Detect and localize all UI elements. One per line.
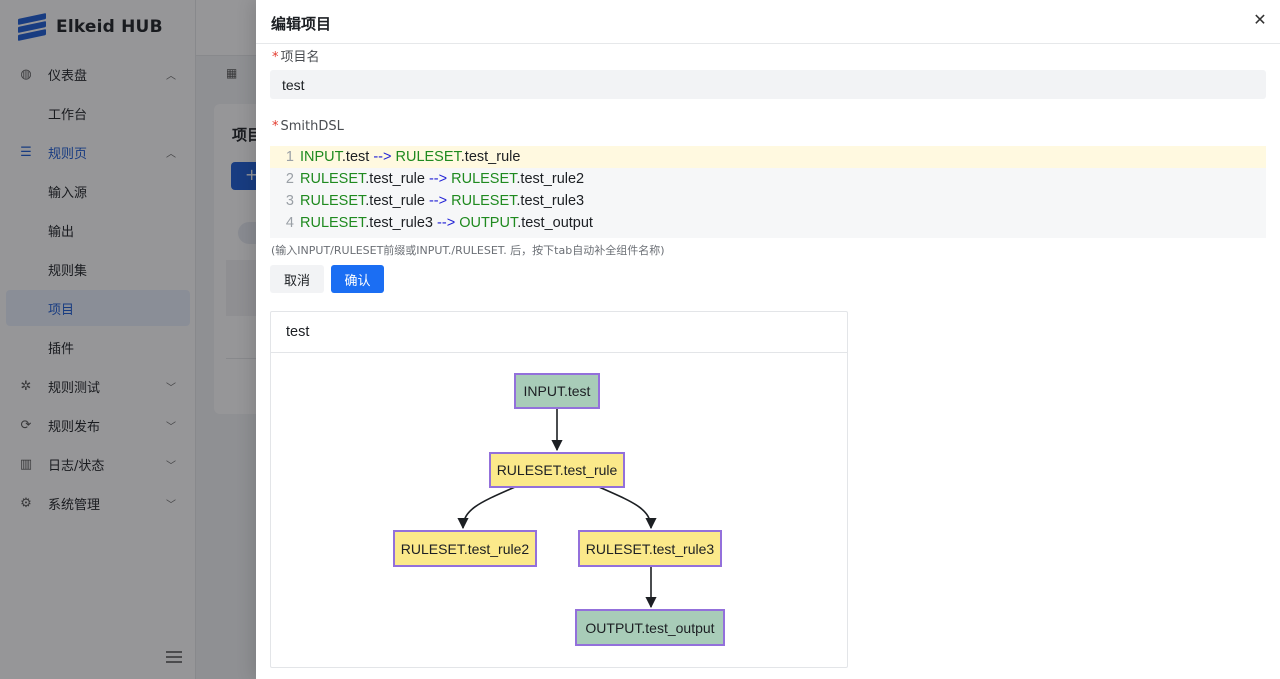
sidebar-item-label: 插件 xyxy=(48,341,75,357)
node-ruleset-test-rule3[interactable]: RULESET.test_rule3 xyxy=(578,530,722,567)
sidebar-item-label: 仪表盘 xyxy=(48,68,88,84)
chevron-down-icon: ﹀ xyxy=(166,383,176,394)
sidebar-item-label: 规则页 xyxy=(48,146,88,162)
gear-icon: ⚙ xyxy=(20,495,32,511)
chevron-down-icon: ﹀ xyxy=(166,461,176,472)
brand-name: Elkeid HUB xyxy=(56,17,163,37)
chevron-up-icon: ︿ xyxy=(166,149,176,160)
node-input-test[interactable]: INPUT.test xyxy=(514,373,600,409)
sidebar-item-label: 工作台 xyxy=(48,107,88,123)
chevron-down-icon: ﹀ xyxy=(166,500,176,511)
svg-text:RULESET.test_rule3: RULESET.test_rule3 xyxy=(586,541,715,557)
sidebar-item-projects[interactable]: 项目 xyxy=(6,290,190,326)
line-number: 3 xyxy=(285,193,294,209)
flow-diagram: INPUT.test RULESET.test_rule RULESET.tes… xyxy=(393,373,725,646)
sidebar-item-system[interactable]: ⚙ 系统管理 ﹀ xyxy=(6,485,190,521)
svg-text:INPUT.test: INPUT.test xyxy=(524,383,591,399)
sidebar-item-label: 规则测试 xyxy=(48,380,101,396)
cancel-button[interactable]: 取消 xyxy=(270,265,324,293)
project-name-label: *项目名 xyxy=(272,46,320,65)
code-line[interactable]: 3 RULESET.test_rule --> RULESET.test_rul… xyxy=(270,190,1266,212)
svg-text:OUTPUT.test_output: OUTPUT.test_output xyxy=(585,620,714,636)
code-text: RULESET.test_rule3 --> OUTPUT.test_outpu… xyxy=(300,215,593,231)
drawer-header: 编辑项目 ✕ xyxy=(256,0,1280,44)
code-text: INPUT.test --> RULESET.test_rule xyxy=(300,149,521,165)
publish-icon: ⟳ xyxy=(20,417,32,433)
sidebar-item-inputs[interactable]: 输入源 xyxy=(6,173,190,209)
line-number: 4 xyxy=(285,215,294,231)
dsl-hint: (输入INPUT/RULESET前缀或INPUT./RULESET. 后，按下t… xyxy=(271,244,665,257)
sidebar-item-rulesets[interactable]: 规则集 xyxy=(6,251,190,287)
code-line[interactable]: 2 RULESET.test_rule --> RULESET.test_rul… xyxy=(270,168,1266,190)
sidebar-item-plugins[interactable]: 插件 xyxy=(6,329,190,365)
code-text: RULESET.test_rule --> RULESET.test_rule2 xyxy=(300,171,585,187)
bug-icon: ✲ xyxy=(20,378,32,394)
required-mark: * xyxy=(272,50,279,65)
required-mark: * xyxy=(272,119,279,134)
edit-project-drawer: 编辑项目 ✕ *项目名 *SmithDSL 1 INPUT.test --> R… xyxy=(256,0,1280,679)
sidebar-item-dashboard[interactable]: ◍ 仪表盘 ︿ xyxy=(6,56,190,92)
graph-title: test xyxy=(286,324,310,340)
sidebar-item-rule-publish[interactable]: ⟳ 规则发布 ﹀ xyxy=(6,407,190,443)
sidebar-item-outputs[interactable]: 输出 xyxy=(6,212,190,248)
project-graph-card: test INPUT.test RULESET.test_rule xyxy=(270,311,848,668)
node-ruleset-test-rule[interactable]: RULESET.test_rule xyxy=(489,452,625,488)
dashboard-icon: ◍ xyxy=(20,66,32,82)
project-name-label-text: 项目名 xyxy=(280,50,320,65)
svg-text:RULESET.test_rule2: RULESET.test_rule2 xyxy=(401,541,530,557)
line-number: 2 xyxy=(285,171,294,187)
sidebar-item-rule-test[interactable]: ✲ 规则测试 ﹀ xyxy=(6,368,190,404)
code-line[interactable]: 1 INPUT.test --> RULESET.test_rule xyxy=(270,146,1266,168)
chevron-up-icon: ︿ xyxy=(166,71,176,82)
smithdsl-label: *SmithDSL xyxy=(272,119,344,134)
sidebar-item-label: 输入源 xyxy=(48,185,88,201)
project-name-input[interactable] xyxy=(270,70,1266,99)
code-line[interactable]: 4 RULESET.test_rule3 --> OUTPUT.test_out… xyxy=(270,212,1266,234)
node-output-test-output[interactable]: OUTPUT.test_output xyxy=(575,609,725,646)
edge-rule-rule2 xyxy=(457,486,516,530)
sidebar-item-workbench[interactable]: 工作台 xyxy=(6,95,190,131)
brand[interactable]: Elkeid HUB xyxy=(18,12,163,42)
sidebar-nav: ◍ 仪表盘 ︿ 工作台 ☰ 规则页 ︿ 输入源 输出 规则集 项目 xyxy=(6,56,190,524)
edge-rule-rule3 xyxy=(598,486,657,530)
sidebar-item-label: 系统管理 xyxy=(48,497,101,513)
collapse-sidebar-icon[interactable] xyxy=(166,651,182,665)
bar-chart-icon: ▥ xyxy=(19,456,33,472)
sidebar-item-logs[interactable]: ▥ 日志/状态 ﹀ xyxy=(6,446,190,482)
sidebar-item-label: 规则集 xyxy=(48,263,88,279)
graph-header: test xyxy=(271,312,847,353)
node-ruleset-test-rule2[interactable]: RULESET.test_rule2 xyxy=(393,530,537,567)
sidebar-item-label: 日志/状态 xyxy=(48,458,105,474)
line-number: 1 xyxy=(285,149,294,165)
smithdsl-label-text: SmithDSL xyxy=(280,119,344,134)
chevron-down-icon: ﹀ xyxy=(166,422,176,433)
sidebar-item-label: 规则发布 xyxy=(48,419,101,435)
drawer-title: 编辑项目 xyxy=(271,15,332,33)
sidebar-item-label: 输出 xyxy=(48,224,75,240)
confirm-button[interactable]: 确认 xyxy=(331,265,384,293)
sidebar: Elkeid HUB ◍ 仪表盘 ︿ 工作台 ☰ 规则页 ︿ 输入源 输出 xyxy=(0,0,196,679)
sidebar-item-rules[interactable]: ☰ 规则页 ︿ xyxy=(6,134,190,170)
code-text: RULESET.test_rule --> RULESET.test_rule3 xyxy=(300,193,585,209)
list-icon: ☰ xyxy=(20,144,32,160)
page-title: 项目 xyxy=(232,126,263,144)
grid-icon[interactable]: ▦ xyxy=(226,66,238,80)
sidebar-item-label: 项目 xyxy=(48,302,75,318)
close-icon[interactable]: ✕ xyxy=(1253,10,1267,29)
svg-text:RULESET.test_rule: RULESET.test_rule xyxy=(497,462,618,478)
divider xyxy=(226,358,274,359)
smithdsl-editor[interactable]: 1 INPUT.test --> RULESET.test_rule 2 RUL… xyxy=(270,146,1266,238)
